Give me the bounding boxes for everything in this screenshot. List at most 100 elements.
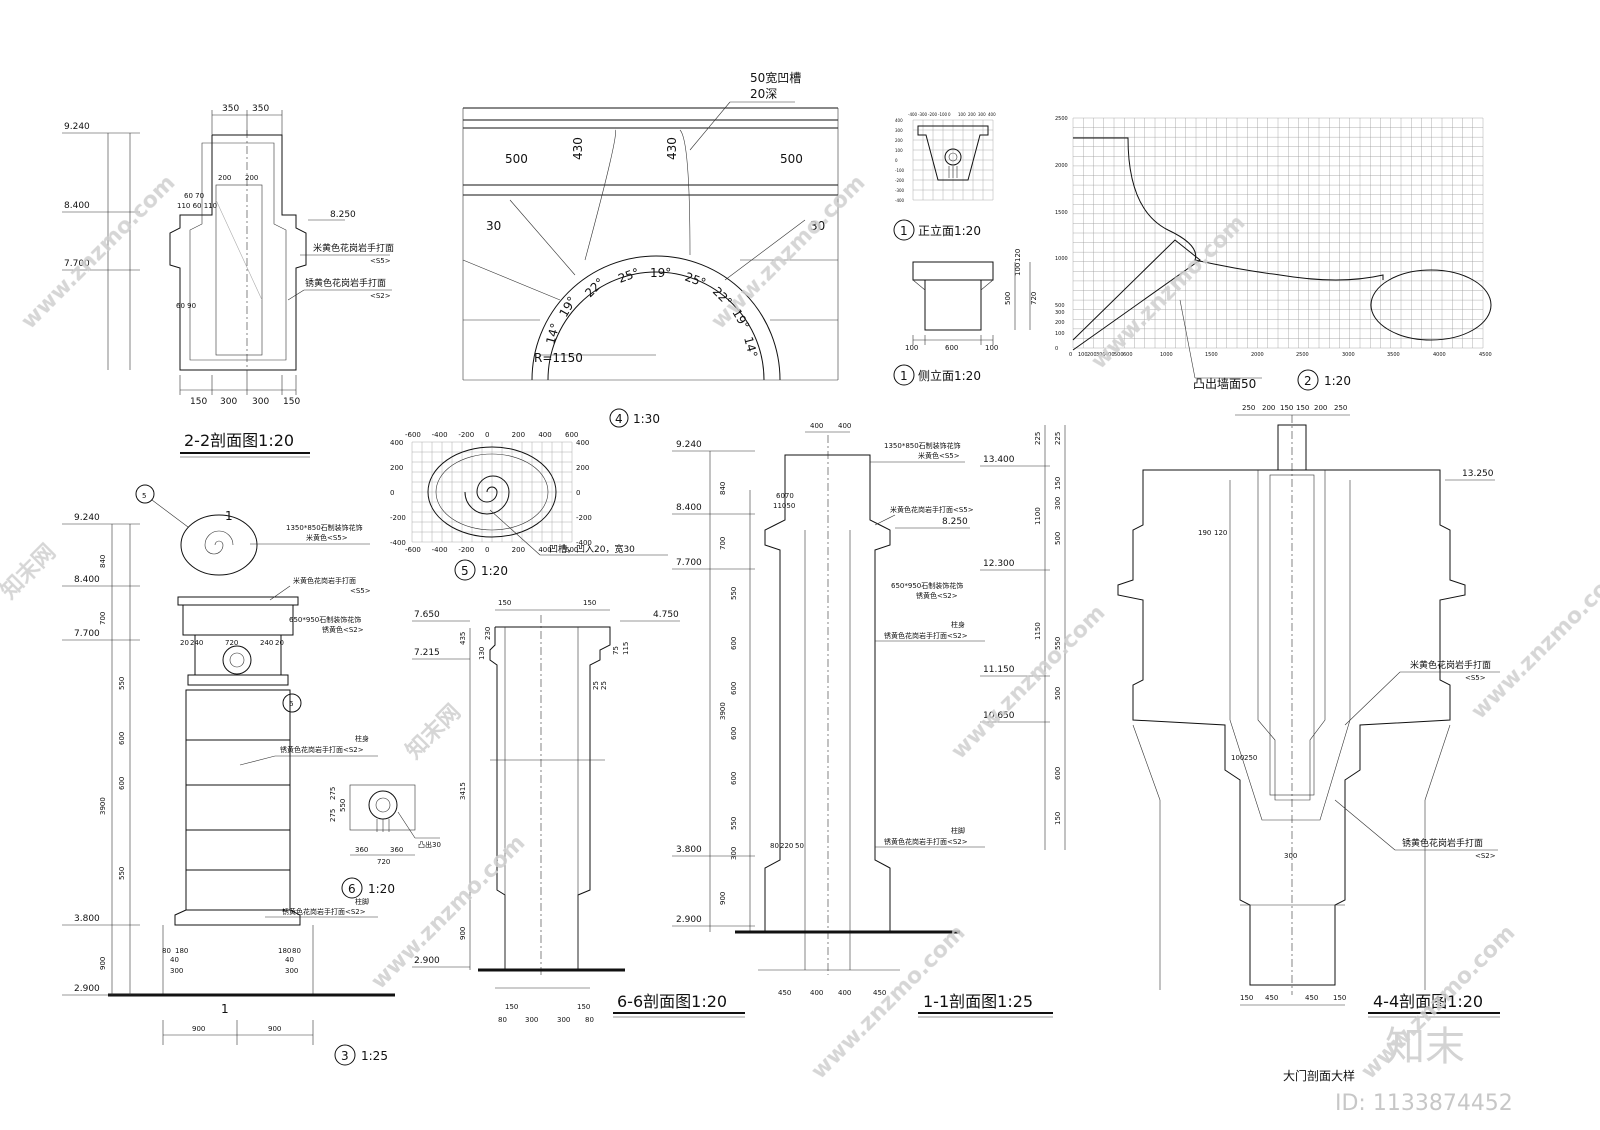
elev3-note-d: 柱身 xyxy=(355,734,369,743)
small-60-90: 60 90 xyxy=(176,302,196,310)
spiral-axis-x-bottom-tick: 200 xyxy=(512,546,525,554)
s11-note-b: 米黄色花岗岩手打面<S5> xyxy=(890,505,974,514)
title-4-4-section: 4-4剖面图1:20 xyxy=(1373,992,1483,1011)
elev3-note-f: 柱脚 xyxy=(355,897,369,906)
elev3-bot-180-a: 180 xyxy=(175,947,188,955)
front-axis-y-tick: 200 xyxy=(895,138,903,143)
inner-dim-200-a: 200 xyxy=(218,174,231,182)
arch-dim-500-left: 500 xyxy=(505,152,528,166)
curve-axis-x-tick: 3000 xyxy=(1342,352,1355,358)
elev3-vdim-550-b: 550 xyxy=(118,867,126,880)
s11-note-e: 锈黄色花岗岩手打面<S2> xyxy=(884,631,968,640)
watermark-brand: 知末 xyxy=(1385,1024,1465,1070)
curve-axis-x-tick: 500 xyxy=(1114,352,1124,358)
angle-25-left: 25° xyxy=(616,265,641,285)
d6-scale: 1:20 xyxy=(368,882,395,896)
s11-vdim-900: 900 xyxy=(719,892,727,905)
s44-small-120: 120 xyxy=(1214,529,1227,537)
s44-level-13400: 13.400 xyxy=(983,455,1015,465)
s11-vdim-550: 550 xyxy=(730,587,738,600)
s11-level-7700: 7.700 xyxy=(676,558,702,568)
elev3-vdim-700: 700 xyxy=(99,612,107,625)
curve-axis-x-tick: 400 xyxy=(1105,352,1115,358)
level-7700: 7.700 xyxy=(64,259,90,269)
arch-dim-430-a: 430 xyxy=(571,137,585,160)
curve-axis-x-tick: 300 xyxy=(1096,352,1106,358)
d6-360-a: 360 xyxy=(355,846,368,854)
elev3-level-8400: 8.400 xyxy=(74,575,100,585)
curve-axis-x-tick: 4000 xyxy=(1433,352,1446,358)
d6-720: 720 xyxy=(377,858,390,866)
front-axis-x-tick: 300 xyxy=(978,112,986,117)
s66-bottom-150-b: 150 xyxy=(577,1003,590,1011)
note-rust-code: <S2> xyxy=(370,292,391,300)
s44-vdim-1150: 1150 xyxy=(1034,622,1042,640)
arch-dim-30-right: 30 xyxy=(810,219,825,233)
curve-scale: 1:20 xyxy=(1324,374,1351,388)
s11-level-3800: 3.800 xyxy=(676,845,702,855)
front-axis-x-tick: 100 xyxy=(958,112,966,117)
spiral-axis-x-bottom-tick: -200 xyxy=(458,546,474,554)
elev3-bot-180-b: 180 xyxy=(278,947,291,955)
s44-bottom-450-a: 450 xyxy=(1265,994,1278,1002)
s66-b2-80-a: 80 xyxy=(498,1016,507,1024)
spiral-axis-x-top-tick: -400 xyxy=(432,431,448,439)
s11-note-d: 柱身 xyxy=(951,620,965,629)
curve-axis-y-tick: 2500 xyxy=(1055,116,1068,122)
curve-axis-y-tick: 0 xyxy=(1055,346,1058,352)
spiral-axis-y-left-tick: -200 xyxy=(390,514,406,522)
s44-vdim-500: 500 xyxy=(1054,532,1062,545)
section-2-2: 350 350 150 300 300 150 9.240 8.400 7.70… xyxy=(62,104,394,458)
side-dim-100-b: 100 xyxy=(985,344,998,352)
front-axis-x-tick: 200 xyxy=(968,112,976,117)
front-axis-x-tick: 0 xyxy=(948,112,951,117)
spiral-axis-x-top-tick: -200 xyxy=(458,431,474,439)
elev3-base-900-a: 900 xyxy=(192,1025,205,1033)
s44-note-b: 锈黄色花岗岩手打面 xyxy=(1402,837,1483,849)
spiral-detail-5: -600-600-400-400-200-2000020020040040060… xyxy=(390,431,668,581)
angle-19-center: 19° xyxy=(650,266,671,280)
curve-axis-y-tick: 2000 xyxy=(1055,163,1068,169)
spiral-axis-y-right-tick: 400 xyxy=(576,439,589,447)
spiral-axis-y-left-tick: 0 xyxy=(390,489,394,497)
front-axis-x-tick: -300 xyxy=(918,112,928,117)
spiral-axis-x-top-tick: 0 xyxy=(485,431,489,439)
watermark-site-4: www.znzmo.com xyxy=(947,600,1111,764)
front-axis-y-tick: 300 xyxy=(895,128,903,133)
note-rust-granite: 锈黄色花岗岩手打面 xyxy=(305,277,386,289)
s66-small-25-b: 25 xyxy=(600,681,608,690)
dim-300-a: 300 xyxy=(220,397,237,407)
d6-note: 凸出30 xyxy=(418,840,441,849)
dim-300-b: 300 xyxy=(252,397,269,407)
s44-bottom-150-a: 150 xyxy=(1240,994,1253,1002)
curve-axis-y-tick: 1500 xyxy=(1055,210,1068,216)
elev3-note-b: 米黄色花岗岩手打面 xyxy=(293,576,356,585)
arch-radius: R=1150 xyxy=(534,351,583,365)
spiral-axis-x-top-tick: 600 xyxy=(565,431,578,439)
curve-num: 2 xyxy=(1304,374,1312,388)
spiral-axis-x-bottom-tick: 0 xyxy=(485,546,489,554)
s44-note-a: 米黄色花岗岩手打面 xyxy=(1410,659,1491,671)
side-vdim-500: 500 xyxy=(1004,292,1012,305)
front-label: 正立面1:20 xyxy=(918,223,981,238)
s66-small-130: 130 xyxy=(478,647,486,660)
arch-dim-500-right: 500 xyxy=(780,152,803,166)
watermark-site-cn-2: 知末网 xyxy=(401,699,466,764)
s11-top-400-b: 400 xyxy=(838,422,851,430)
s66-vdim-3415: 3415 xyxy=(459,782,467,800)
spiral-axis-y-left-tick: -400 xyxy=(390,539,406,547)
d6-num: 6 xyxy=(348,882,356,896)
s66-level-4750: 4.750 xyxy=(653,610,679,620)
watermark-site-cn-1: 知末网 xyxy=(0,539,61,604)
elev3-bot-80-a: 80 xyxy=(162,947,171,955)
spiral-axis-x-bottom-tick: 600 xyxy=(565,546,578,554)
elev3-note-a2: 米黄色<S5> xyxy=(306,533,348,542)
front-axis-x-tick: 400 xyxy=(988,112,996,117)
elev3-vdim-3900: 3900 xyxy=(99,797,107,815)
s11-vdim-600-a: 600 xyxy=(730,637,738,650)
spiral-axis-x-top-tick: 200 xyxy=(512,431,525,439)
front-axis-y-tick: 100 xyxy=(895,148,903,153)
s11-vdim-600-d: 600 xyxy=(730,772,738,785)
dim-150-a: 150 xyxy=(190,397,207,407)
